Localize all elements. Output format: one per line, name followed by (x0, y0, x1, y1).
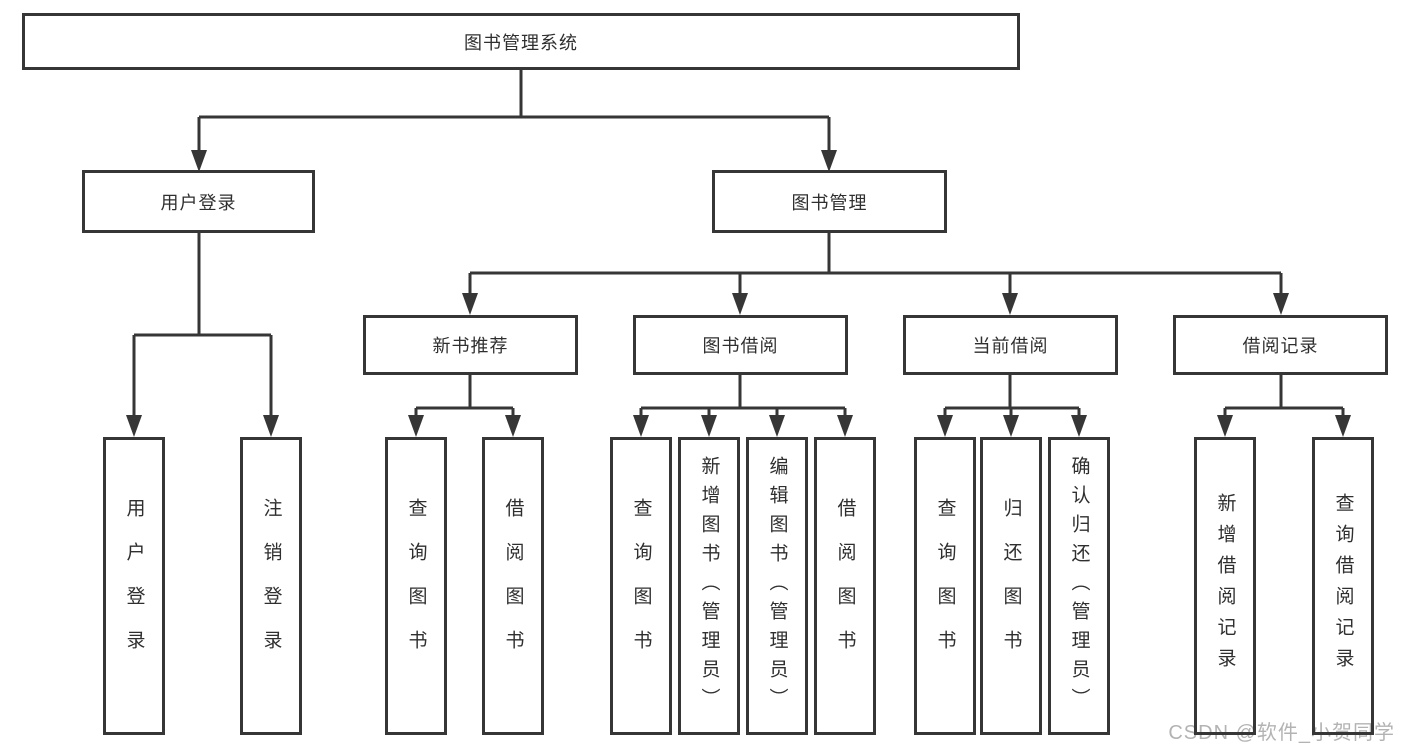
node-label: 图书管理 (791, 192, 868, 213)
node-borrow-record: 借阅记录 (1173, 315, 1388, 375)
leaf-logout: 注销登录 (240, 437, 302, 735)
node-book-borrow: 图书借阅 (633, 315, 848, 375)
node-label: 借阅记录 (1242, 336, 1319, 356)
node-new-book-recommend: 新书推荐 (363, 315, 578, 375)
node-label: 用户登录 (123, 498, 145, 674)
leaf-query-books-borrow: 查询图书 (610, 437, 672, 735)
leaf-borrow-books: 借阅图书 (814, 437, 876, 735)
node-label: 新书推荐 (432, 336, 509, 356)
node-label: 当前借阅 (972, 336, 1049, 356)
watermark: CSDN @软件_小贺同学 (1168, 722, 1395, 744)
leaf-edit-books-admin: 编辑图书（管理员） (746, 437, 808, 735)
leaf-return-books: 归还图书 (980, 437, 1042, 735)
node-label: 确认归还（管理员） (1068, 455, 1090, 717)
node-label: 查询图书 (934, 498, 956, 674)
node-label: 归还图书 (1000, 498, 1022, 674)
node-user-login: 用户登录 (82, 170, 315, 233)
leaf-borrow-books-recommend: 借阅图书 (482, 437, 544, 735)
leaf-query-books-current: 查询图书 (914, 437, 976, 735)
node-label: 新增图书（管理员） (698, 455, 720, 717)
arrowhead-icons (126, 150, 1351, 437)
leaf-user-login: 用户登录 (103, 437, 165, 735)
node-label: 用户登录 (160, 192, 237, 213)
node-root-system: 图书管理系统 (22, 13, 1020, 70)
node-label: 图书借阅 (702, 336, 779, 356)
node-label: 借阅图书 (502, 498, 524, 674)
leaf-query-borrow-record: 查询借阅记录 (1312, 437, 1374, 735)
leaf-confirm-return-admin: 确认归还（管理员） (1048, 437, 1110, 735)
leaf-add-borrow-record: 新增借阅记录 (1194, 437, 1256, 735)
leaf-add-books-admin: 新增图书（管理员） (678, 437, 740, 735)
node-label: 查询图书 (630, 498, 652, 674)
node-label: 编辑图书（管理员） (766, 455, 788, 717)
node-label: 新增借阅记录 (1214, 493, 1236, 679)
node-current-borrow: 当前借阅 (903, 315, 1118, 375)
node-label: 查询借阅记录 (1332, 493, 1354, 679)
node-book-management: 图书管理 (712, 170, 947, 233)
node-label: 图书管理系统 (464, 32, 578, 53)
leaf-query-books-recommend: 查询图书 (385, 437, 447, 735)
node-label: 借阅图书 (834, 498, 856, 674)
node-label: 注销登录 (260, 498, 282, 674)
node-label: 查询图书 (405, 498, 427, 674)
